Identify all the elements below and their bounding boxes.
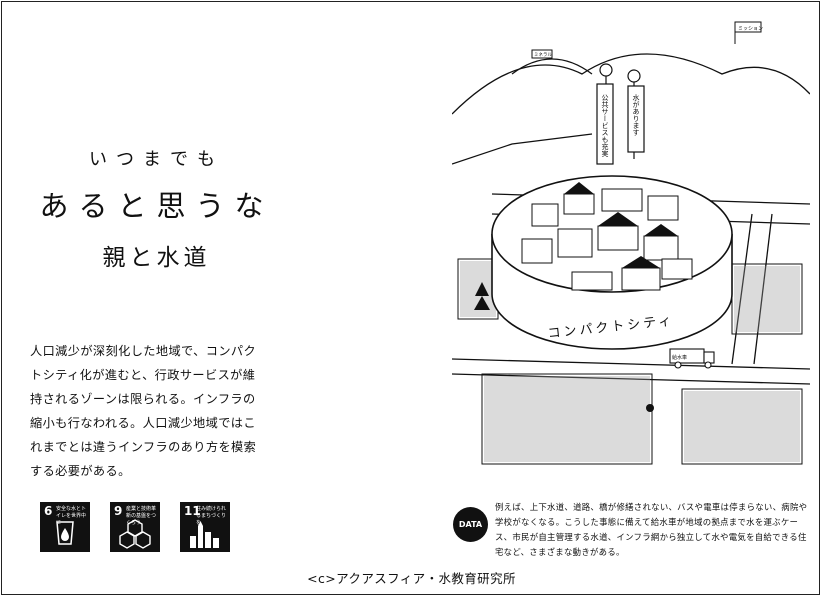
- cubes-icon: [119, 519, 151, 549]
- sign-label: ミネラル: [534, 52, 552, 58]
- sdg-6-badge: 6 安全な水とトイレを世界中に: [40, 502, 90, 552]
- sdg-number: 9: [114, 504, 123, 518]
- sdg-title: 産業と技術革新の基盤をつくろう: [126, 506, 157, 526]
- data-description: 例えば、上下水道、道路、橋が修繕されない、バスや電車は停まらない、病院や学校がな…: [495, 502, 808, 557]
- flag-label: ミッション: [738, 26, 763, 32]
- body-paragraph: 人口減少が深刻化した地域で、コンパクトシティ化が進むと、行政サービスが維持される…: [30, 344, 257, 478]
- credit-line: <c>アクアスフィア・水教育研究所: [307, 571, 516, 586]
- banner-left-label: 公共サービスも充実: [601, 94, 609, 158]
- sdg-number: 6: [44, 504, 53, 518]
- data-badge: DATA: [453, 507, 488, 542]
- city-buildings-icon: [190, 521, 219, 548]
- headline-line-2: あると思うな: [39, 189, 274, 223]
- compact-city-illustration: 公共サービスも充実 水があります コンパクトシティ 給水車 ミッション ミネラル: [452, 21, 810, 465]
- sdg-title: 安全な水とトイレを世界中に: [56, 506, 87, 526]
- water-drop-icon: [56, 521, 74, 545]
- water-truck: [669, 348, 715, 369]
- sdg-11-badge: 11 住み続けられるまちづくりを: [180, 502, 230, 552]
- sdg-number: 11: [184, 504, 201, 518]
- headline-line-1: いつまでも: [89, 149, 224, 170]
- sdg-9-badge: 9 産業と技術革新の基盤をつくろう: [110, 502, 160, 552]
- sdg-title: 住み続けられるまちづくりを: [196, 506, 227, 526]
- headline-line-3: 親と水道: [102, 245, 211, 271]
- truck-label: 給水車: [672, 354, 687, 361]
- banner-right-label: 水があります: [632, 93, 640, 136]
